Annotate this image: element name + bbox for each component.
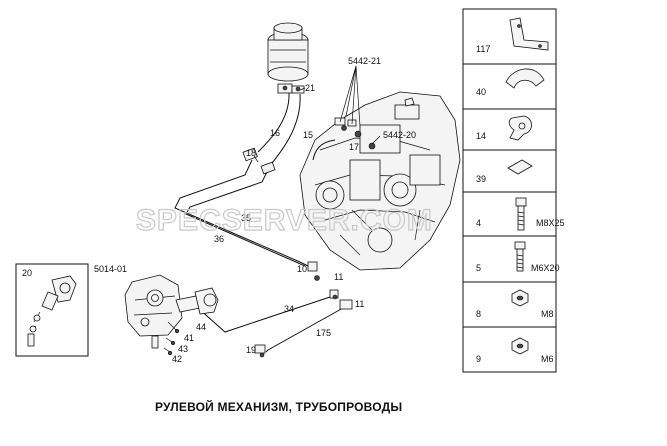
callout-21: 21 (305, 83, 315, 93)
clamp-40-drawing (505, 68, 545, 89)
table-label-m8: M8 (541, 309, 554, 319)
callout-17: 17 (349, 142, 359, 152)
callout-44: 44 (196, 322, 206, 332)
pipe-35 (174, 159, 313, 269)
diagram-caption: РУЛЕВОЙ МЕХАНИЗМ, ТРУБОПРОВОДЫ (155, 399, 402, 414)
table-num-117: 117 (476, 44, 490, 54)
callout-34: 34 (284, 304, 294, 314)
table-num-8: 8 (476, 309, 481, 319)
bolt-4-drawing (515, 197, 527, 231)
callout-10: 10 (297, 264, 307, 274)
callout-5014-01: 5014-01 (94, 264, 127, 274)
clamp-14-drawing (508, 115, 532, 141)
callout-35: 35 (241, 213, 251, 223)
table-label-m6x20: M6X20 (531, 263, 560, 273)
nut-8-drawing (511, 289, 529, 307)
bolt-5-drawing (514, 241, 526, 272)
callout-18: 18 (246, 148, 256, 158)
callout-19: 19 (246, 345, 256, 355)
nut-9-drawing (511, 337, 529, 355)
callout-42: 42 (172, 354, 182, 364)
oil-reservoir (267, 22, 309, 82)
table-num-40: 40 (476, 87, 486, 97)
detail-20-box (15, 263, 89, 357)
table-num-39: 39 (476, 174, 486, 184)
table-label-m8x25: M8X25 (536, 218, 565, 228)
leader-lines (253, 65, 381, 163)
callout-5442-20: 5442-20 (383, 130, 416, 140)
hose-15 (312, 139, 336, 161)
callout-15: 15 (303, 130, 313, 140)
reservoir-fittings (277, 83, 305, 94)
plate-39-drawing (507, 159, 533, 175)
engine-block (299, 91, 461, 271)
table-num-4: 4 (476, 218, 481, 228)
parts-table (462, 8, 557, 373)
callout-11-lower: 11 (355, 299, 364, 309)
table-num-5: 5 (476, 263, 481, 273)
table-label-m6: M6 (541, 354, 554, 364)
callout-41: 41 (184, 333, 194, 343)
pipe-fittings (242, 147, 353, 358)
small-bolts-41-43 (163, 321, 180, 356)
bracket-117-drawing (509, 17, 549, 51)
table-num-14: 14 (476, 131, 486, 141)
watermark-text: SPECSERVER.COM (136, 204, 433, 237)
pipe-34 (197, 295, 344, 353)
table-num-9: 9 (476, 354, 481, 364)
callout-11-upper: 11 (334, 272, 343, 282)
steering-gear-5014-01 (124, 274, 219, 349)
callout-20: 20 (22, 268, 32, 278)
callout-43: 43 (178, 344, 188, 354)
callout-16: 16 (270, 128, 280, 138)
callout-175: 175 (316, 328, 331, 338)
callout-5442-21: 5442-21 (348, 56, 381, 66)
callout-36: 36 (214, 234, 224, 244)
